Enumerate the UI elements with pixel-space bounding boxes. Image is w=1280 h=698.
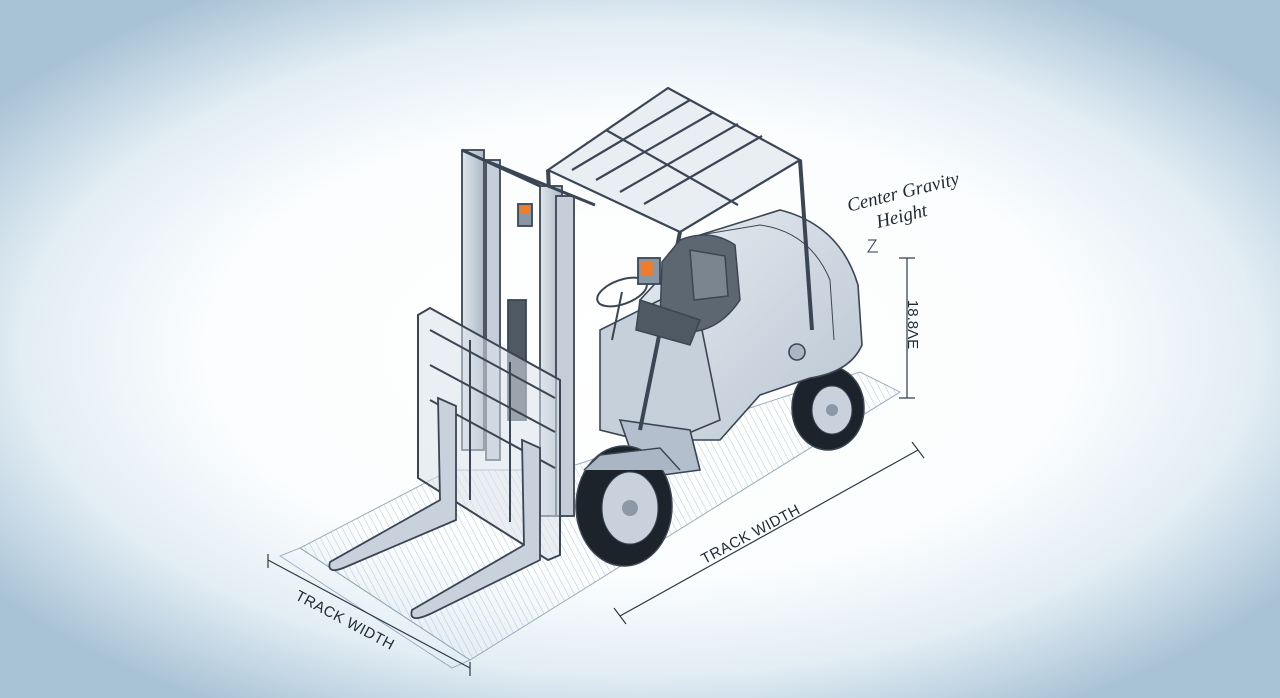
forks (328, 396, 541, 620)
dimension-lines (267, 239, 925, 676)
track-width-front-dimline (267, 559, 471, 669)
track-width-side-dimline (619, 449, 919, 617)
operator-seat (635, 234, 741, 346)
rear-wheel (791, 365, 865, 451)
cg-height-value: 18.8ΛE (904, 299, 922, 350)
front-wheel (575, 445, 681, 567)
